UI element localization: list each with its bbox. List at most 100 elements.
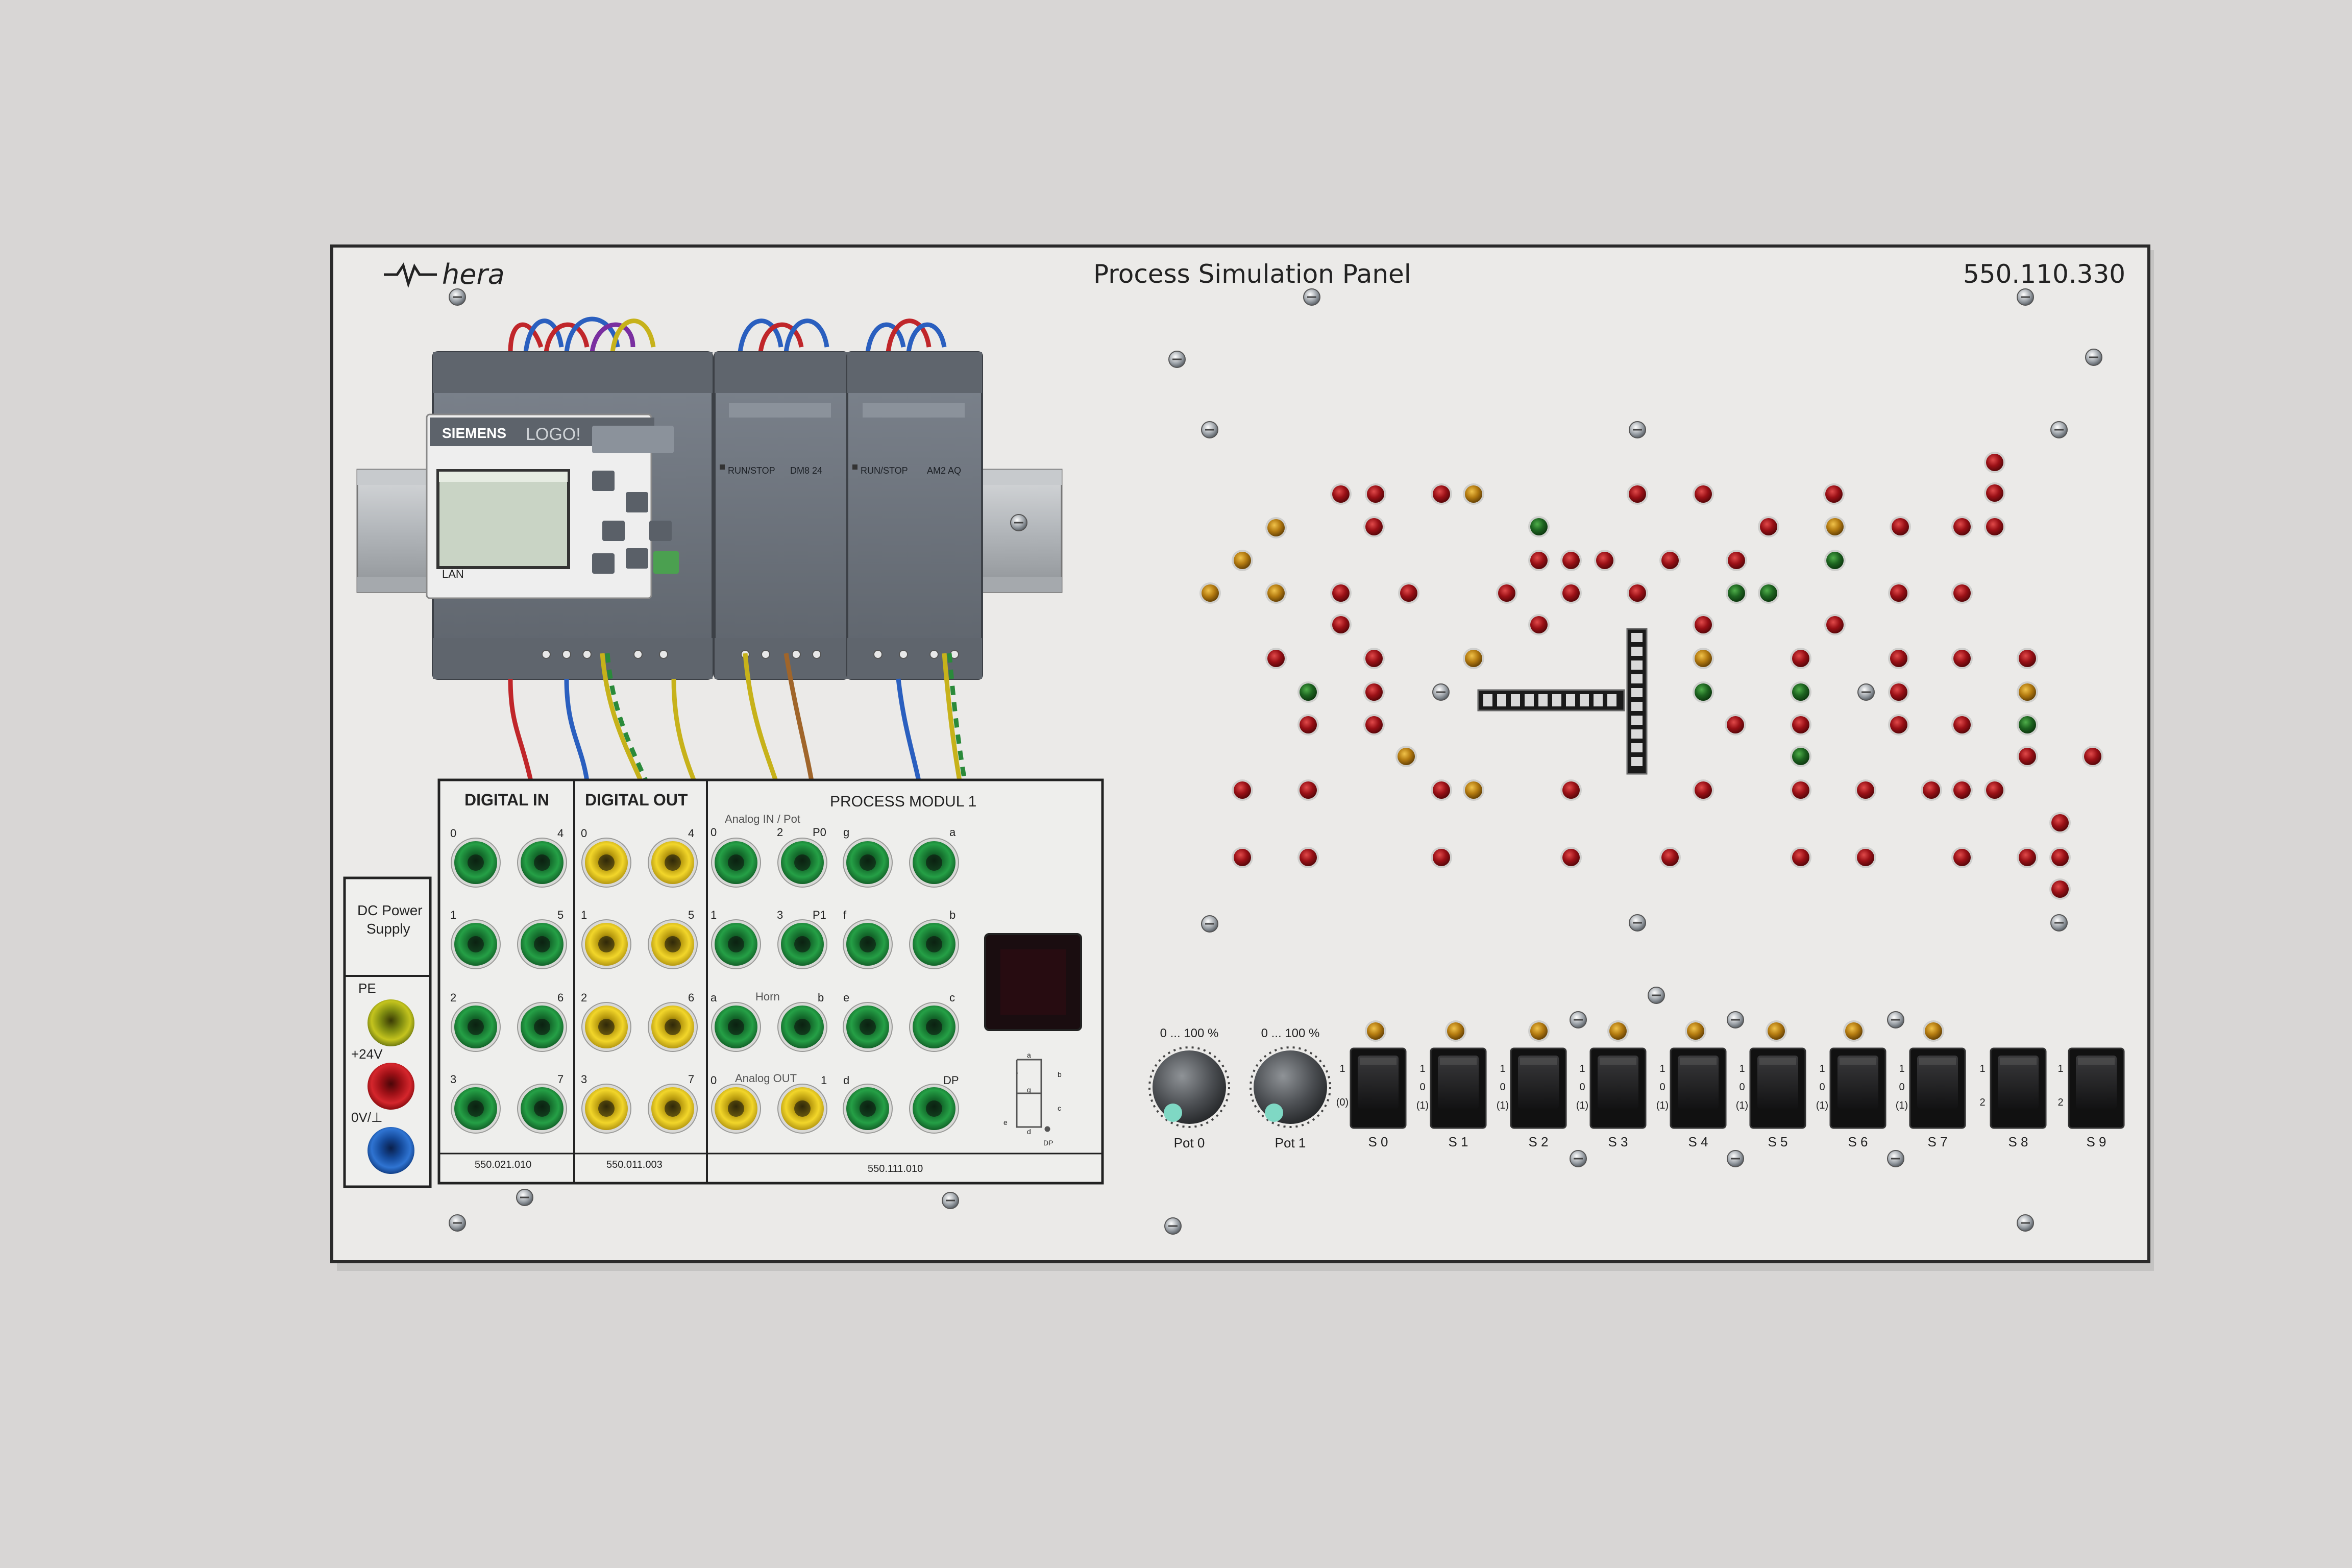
process-row1-label: a — [949, 826, 956, 839]
process-row4-label: 1 — [821, 1074, 827, 1087]
digital-in-jack-3[interactable] — [451, 1084, 501, 1134]
switch-s3[interactable] — [1589, 1047, 1647, 1129]
plc-key-left[interactable] — [602, 521, 625, 541]
hbar-segment — [1497, 694, 1506, 706]
switch-s0[interactable] — [1350, 1047, 1407, 1129]
led-indicator — [2017, 714, 2038, 736]
switch-s2[interactable] — [1510, 1047, 1567, 1129]
plc-key-right[interactable] — [649, 521, 672, 541]
digital-out-jack-5[interactable] — [648, 919, 698, 969]
process-jack-r1-c0[interactable] — [711, 919, 761, 969]
din-left-number: 1 — [450, 909, 456, 921]
switch-s7[interactable] — [1909, 1047, 1966, 1129]
process-jack-r3-c3[interactable] — [909, 1084, 959, 1134]
process-row4-label: d — [843, 1074, 849, 1087]
process-jack-r0-c2[interactable] — [843, 838, 893, 888]
digital-out-jack-0[interactable] — [581, 838, 631, 888]
digital-in-jack-6[interactable] — [517, 1002, 567, 1052]
digital-in-jack-1[interactable] — [451, 919, 501, 969]
process-jack-r0-c3[interactable] — [909, 838, 959, 888]
led-indicator — [1365, 1020, 1386, 1042]
digital-in-jack-2[interactable] — [451, 1002, 501, 1052]
plc-key-up[interactable] — [626, 492, 648, 512]
led-indicator — [1951, 648, 1973, 669]
screw — [516, 1189, 533, 1206]
plc-key-esc[interactable] — [592, 471, 615, 491]
plc-key-down[interactable] — [626, 548, 648, 569]
digital-out-jack-1[interactable] — [581, 919, 631, 969]
digital-in-jack-4[interactable] — [517, 838, 567, 888]
switch-s4[interactable] — [1670, 1047, 1727, 1129]
switch-position-mark: 0 — [1819, 1082, 1825, 1093]
potentiometer-1[interactable] — [1250, 1046, 1331, 1128]
switch-position-mark: 2 — [1979, 1097, 1985, 1108]
process-jack-r1-c2[interactable] — [843, 919, 893, 969]
process-jack-r2-c1[interactable] — [777, 1002, 827, 1052]
zero-v-jack[interactable] — [368, 1127, 414, 1174]
led-indicator — [1560, 847, 1582, 868]
dout-right-number: 6 — [688, 991, 694, 1004]
led-indicator — [2017, 746, 2038, 767]
process-jack-r1-c3[interactable] — [909, 919, 959, 969]
analog-out-label: Analog OUT — [735, 1072, 797, 1085]
power-title-line2: Supply — [366, 921, 410, 937]
digital-in-jack-0[interactable] — [451, 838, 501, 888]
led-indicator — [1232, 550, 1253, 571]
digital-out-jack-3[interactable] — [581, 1084, 631, 1134]
vbar-segment — [1631, 743, 1643, 752]
digital-out-jack-4[interactable] — [648, 838, 698, 888]
pe-jack[interactable] — [368, 999, 414, 1046]
screw — [1727, 1150, 1744, 1167]
process-jack-r2-c0[interactable] — [711, 1002, 761, 1052]
seven-seg-segment-label: d — [1027, 1128, 1031, 1136]
switch-position-mark: 0 — [1899, 1082, 1904, 1093]
screw — [1648, 987, 1665, 1004]
process-row1-label: 0 — [710, 826, 717, 839]
led-indicator — [1984, 516, 2005, 537]
led-indicator — [1560, 550, 1582, 571]
led-indicator — [1951, 516, 1973, 537]
plc-key-ok[interactable] — [653, 551, 679, 574]
digital-out-jack-2[interactable] — [581, 1002, 631, 1052]
process-jack-r0-c1[interactable] — [777, 838, 827, 888]
led-indicator — [1330, 483, 1352, 505]
digital-out-jack-7[interactable] — [648, 1084, 698, 1134]
switch-s6[interactable] — [1829, 1047, 1886, 1129]
screw — [2050, 914, 2068, 932]
led-indicator — [1463, 483, 1484, 505]
led-indicator — [1445, 1020, 1466, 1042]
digital-in-jack-7[interactable] — [517, 1084, 567, 1134]
switch-s5[interactable] — [1749, 1047, 1806, 1129]
plc-key-f[interactable] — [592, 553, 615, 574]
switch-s1[interactable] — [1430, 1047, 1487, 1129]
hbar-segment — [1483, 694, 1492, 706]
process-jack-r3-c1[interactable] — [777, 1084, 827, 1134]
screw — [1164, 1217, 1182, 1235]
led-indicator — [1855, 779, 1876, 801]
plc-display — [436, 469, 570, 569]
digital-in-jack-5[interactable] — [517, 919, 567, 969]
plc-exp1-name: DM8 24 — [790, 465, 822, 476]
switch-s8[interactable] — [1990, 1047, 2047, 1129]
led-indicator — [1265, 582, 1287, 604]
led-indicator — [1984, 779, 2005, 801]
led-indicator — [1297, 847, 1319, 868]
hbar-segment — [1594, 694, 1603, 706]
plus24v-jack[interactable] — [368, 1063, 414, 1110]
switch-position-mark: 1 — [1579, 1063, 1585, 1074]
process-jack-r3-c2[interactable] — [843, 1084, 893, 1134]
process-jack-r2-c3[interactable] — [909, 1002, 959, 1052]
switch-label: S 2 — [1528, 1134, 1548, 1149]
switch-s9[interactable] — [2068, 1047, 2125, 1129]
led-indicator — [1984, 452, 2005, 473]
hbar-segment — [1552, 694, 1561, 706]
screw — [1201, 915, 1218, 933]
led-indicator — [1199, 582, 1221, 604]
process-jack-r2-c2[interactable] — [843, 1002, 893, 1052]
process-jack-r3-c0[interactable] — [711, 1084, 761, 1134]
digital-out-jack-6[interactable] — [648, 1002, 698, 1052]
potentiometers — [1148, 1046, 1331, 1128]
potentiometer-0[interactable] — [1148, 1046, 1230, 1128]
process-jack-r0-c0[interactable] — [711, 838, 761, 888]
process-jack-r1-c1[interactable] — [777, 919, 827, 969]
